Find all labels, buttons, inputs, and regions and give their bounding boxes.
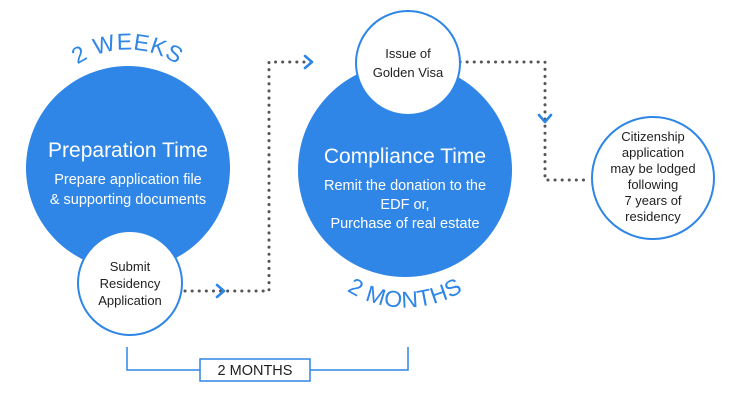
chevron-right-icon bbox=[215, 283, 226, 299]
connector-submit-to-visa bbox=[183, 60, 318, 293]
citizenship-line-2: application bbox=[622, 145, 684, 160]
submit-circle bbox=[77, 230, 183, 336]
citizenship-line-5: 7 years of bbox=[624, 193, 681, 208]
connector-visa-to-citizenship bbox=[458, 60, 592, 182]
preparation-circle bbox=[26, 66, 230, 270]
preparation-duration-label: 2 WEEKS bbox=[67, 28, 188, 69]
compliance-duration-label: 2 MONTHS bbox=[344, 272, 466, 312]
submit-line-1: Submit bbox=[110, 259, 151, 274]
golden-visa-circle bbox=[355, 10, 461, 116]
timeline-bracket bbox=[126, 347, 409, 371]
compliance-title: Compliance Time bbox=[324, 145, 486, 168]
preparation-line-2: & supporting documents bbox=[50, 192, 206, 208]
compliance-line-1: Remit the donation to the bbox=[324, 178, 486, 194]
golden-visa-line-1: Issue of bbox=[385, 46, 431, 61]
submit-line-3: Application bbox=[98, 293, 162, 308]
compliance-line-3: Purchase of real estate bbox=[330, 216, 479, 232]
citizenship-line-3: may be lodged bbox=[610, 161, 695, 176]
preparation-title: Preparation Time bbox=[48, 139, 208, 162]
compliance-line-2: EDF or, bbox=[380, 197, 429, 213]
timeline-label: 2 MONTHS bbox=[218, 363, 293, 379]
golden-visa-line-2: Golden Visa bbox=[373, 65, 444, 80]
chevron-down-icon bbox=[537, 113, 553, 124]
citizenship-circle bbox=[591, 116, 715, 240]
citizenship-line-4: following bbox=[628, 177, 679, 192]
chevron-right-icon bbox=[303, 54, 314, 70]
timeline-label-box bbox=[199, 358, 311, 382]
citizenship-line-6: residency bbox=[625, 209, 681, 224]
preparation-line-1: Prepare application file bbox=[54, 172, 202, 188]
submit-line-2: Residency bbox=[100, 276, 161, 291]
citizenship-line-1: Citizenship bbox=[621, 129, 685, 144]
compliance-circle bbox=[298, 63, 512, 277]
